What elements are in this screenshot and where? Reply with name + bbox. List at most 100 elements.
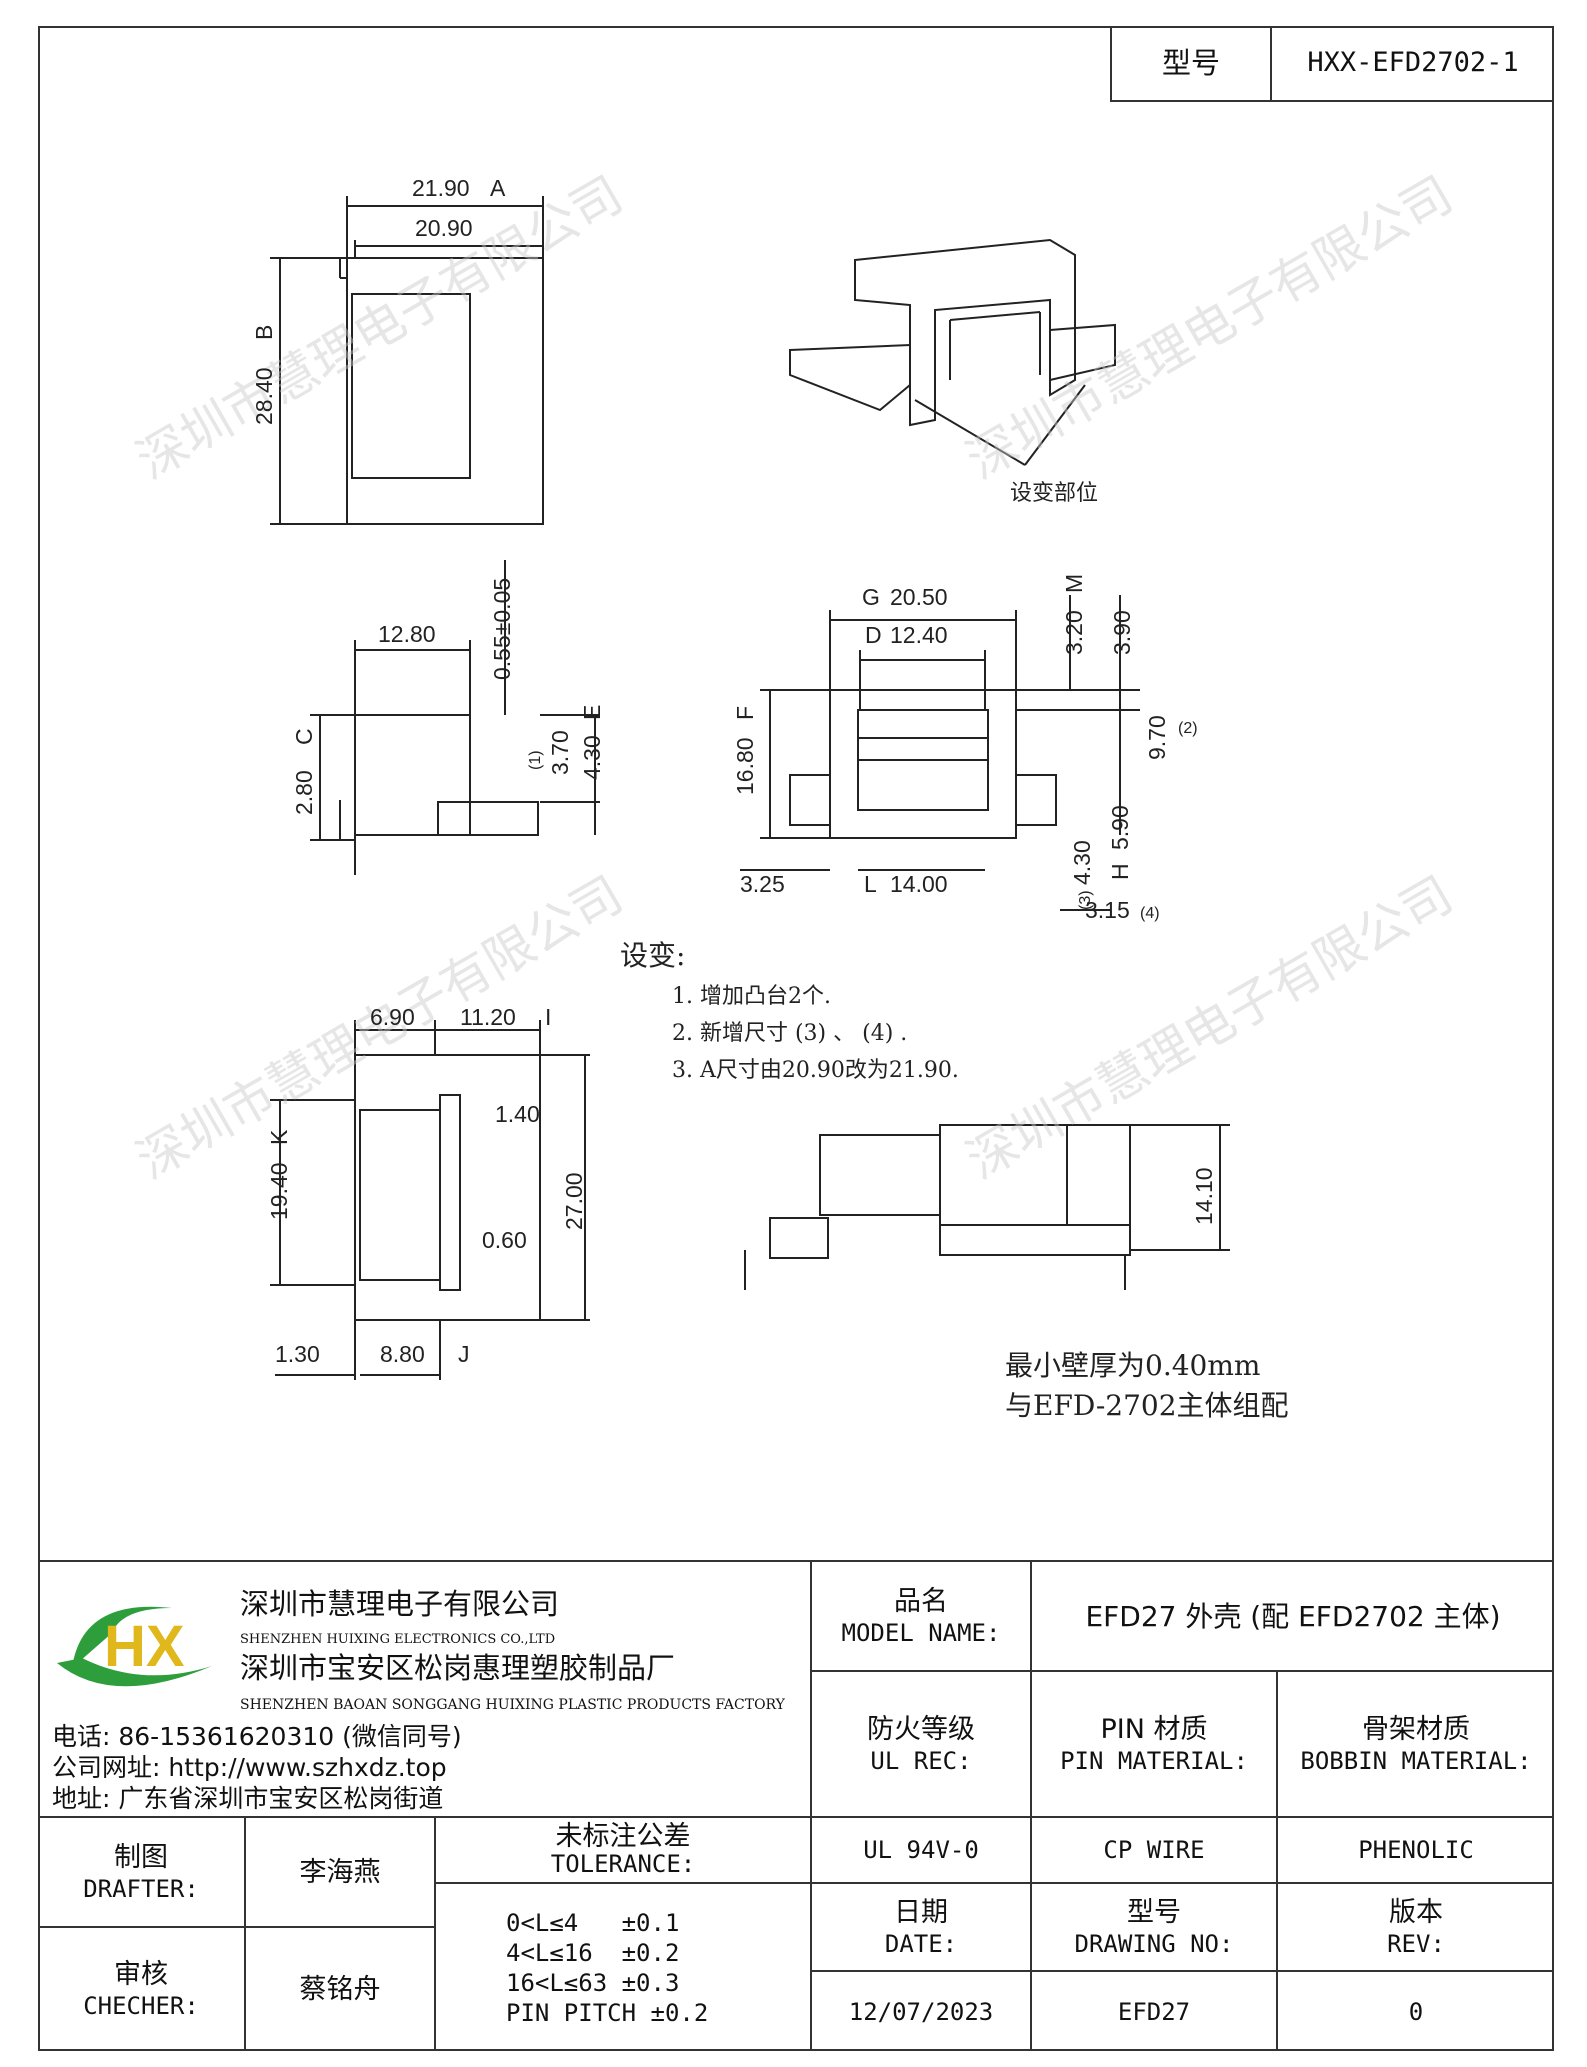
ul-value: UL 94V-0: [863, 1836, 979, 1864]
dim-3-15: 3.15: [1085, 897, 1130, 923]
tolerance-en: TOLERANCE:: [550, 1850, 696, 1878]
marker-c: C: [291, 728, 317, 745]
dim-3-70: 3.70: [547, 730, 573, 775]
rev-label: 版本 REV:: [1276, 1882, 1554, 1972]
rev-value: 0: [1276, 1970, 1554, 2051]
svg-text:深圳市慧理电子有限公司: 深圳市慧理电子有限公司: [957, 865, 1462, 1190]
pin-value: CP WIRE: [1103, 1836, 1205, 1864]
dim-0-55: 0.55±0.05: [489, 578, 515, 680]
dim-3-90: 3.90: [1109, 610, 1135, 655]
marker-h: H: [1107, 863, 1133, 880]
marker-a: A: [490, 175, 506, 201]
dim-0-60: 0.60: [482, 1227, 527, 1253]
bobbin-en: BOBBIN MATERIAL:: [1300, 1746, 1532, 1775]
dim-20-50: 20.50: [890, 584, 948, 610]
drawing-frame: [38, 26, 1554, 2051]
technical-drawing: 深圳市慧理电子有限公司 深圳市慧理电子有限公司 深圳市慧理电子有限公司 深圳市慧…: [127, 165, 1462, 1422]
ul-rec-value: UL 94V-0: [810, 1816, 1032, 1884]
dim-3-25: 3.25: [740, 871, 785, 897]
tolerance-zh: 未标注公差: [555, 1821, 691, 1852]
header-model-label: 型号: [1110, 26, 1272, 102]
drafter-zh: 制图: [114, 1841, 168, 1873]
rev-en: REV:: [1387, 1929, 1445, 1958]
dim-28-40: 28.40: [251, 367, 277, 425]
pin-material-label: PIN 材质 PIN MATERIAL:: [1030, 1670, 1278, 1818]
bobbin-value: PHENOLIC: [1358, 1836, 1474, 1864]
logo-text: HX: [104, 1614, 185, 1679]
dim-20-90: 20.90: [415, 215, 473, 241]
note-assembly: 与EFD-2702主体组配: [1005, 1389, 1289, 1422]
dim-11-20: 11.20: [460, 1004, 516, 1030]
iso-change-label: 设变部位: [1010, 481, 1098, 506]
checker-label: 审核 CHECHER:: [38, 1926, 246, 2051]
marker-m: M: [1061, 574, 1087, 593]
marker-l: L: [864, 871, 877, 897]
pin-material-value: CP WIRE: [1030, 1816, 1278, 1884]
ann-4: (4): [1140, 905, 1160, 922]
company-website: 公司网址: http://www.szhxdz.top: [52, 1753, 447, 1782]
marker-e: E: [579, 705, 605, 720]
tolerance-row-3: 16<L≤63 ±0.3: [506, 1968, 680, 1997]
bobbin-zh: 骨架材质: [1362, 1713, 1470, 1745]
factory-name-zh: 深圳市宝安区松岗惠理塑胶制品厂: [240, 1651, 676, 1685]
ul-en: UL REC:: [870, 1746, 972, 1775]
ann-3: (3): [1077, 890, 1094, 910]
change-notes-title: 设变:: [620, 939, 685, 972]
dim-27-00: 27.00: [561, 1172, 587, 1230]
ul-rec-label: 防火等级 UL REC:: [810, 1670, 1032, 1818]
marker-g: G: [862, 584, 880, 610]
change-note-3: 3. A尺寸由20.90改为21.90.: [672, 1058, 959, 1083]
dim-16-80: 16.80: [732, 737, 758, 795]
company-name-en: SHENZHEN HUIXING ELECTRONICS CO.,LTD: [240, 1632, 556, 1647]
model-name-label: 品名 MODEL NAME:: [810, 1560, 1032, 1672]
checker-value: 蔡铭舟: [244, 1926, 436, 2051]
pin-zh: PIN 材质: [1100, 1713, 1208, 1745]
drawing-value-text: EFD27: [1117, 1997, 1191, 2026]
drafter-en: DRAFTER:: [83, 1874, 199, 1903]
model-name-value: EFD27 外壳 (配 EFD2702 主体): [1030, 1560, 1554, 1672]
date-en: DATE:: [884, 1929, 958, 1958]
dim-1-30: 1.30: [275, 1341, 320, 1367]
model-label-text: 型号: [1161, 45, 1220, 80]
ul-zh: 防火等级: [867, 1713, 975, 1745]
marker-k: K: [266, 1129, 292, 1145]
model-value-text: HXX-EFD2702-1: [1307, 47, 1519, 78]
dim-5-90: 5.90: [1107, 805, 1133, 850]
company-address: 地址: 广东省深圳市宝安区松岗街道: [52, 1784, 444, 1813]
dim-1-40: 1.40: [495, 1101, 540, 1127]
model-name-zh: 品名: [894, 1585, 948, 1617]
ann-2: (2): [1178, 720, 1198, 737]
company-phone: 电话: 86-15361620310 (微信同号): [52, 1722, 462, 1751]
model-name-en: MODEL NAME:: [841, 1618, 1001, 1647]
dim-21-90: 21.90: [412, 175, 470, 201]
tolerance-values: 0<L≤4 ±0.1 4<L≤16 ±0.2 16<L≤63 ±0.3 PIN …: [434, 1882, 812, 2051]
dim-4-30-front: 4.30: [1069, 840, 1095, 885]
dim-3-20: 3.20: [1061, 610, 1087, 655]
model-name-value-text: EFD27 外壳 (配 EFD2702 主体): [1085, 1599, 1501, 1633]
dim-12-80: 12.80: [378, 621, 436, 647]
dim-8-80: 8.80: [380, 1341, 425, 1367]
dim-2-80: 2.80: [291, 770, 317, 815]
dim-14-00: 14.00: [890, 871, 948, 897]
marker-b: B: [251, 325, 277, 340]
svg-text:深圳市慧理电子有限公司: 深圳市慧理电子有限公司: [957, 165, 1462, 490]
checker-zh: 审核: [114, 1959, 168, 1990]
date-zh: 日期: [894, 1896, 948, 1928]
rev-zh: 版本: [1389, 1896, 1443, 1928]
tolerance-label: 未标注公差 TOLERANCE:: [434, 1816, 812, 1884]
rev-value-text: 0: [1408, 1997, 1424, 2026]
drawing-no-label: 型号 DRAWING NO:: [1030, 1882, 1278, 1972]
tolerance-row-1: 0<L≤4 ±0.1: [506, 1908, 680, 1937]
date-value: 12/07/2023: [810, 1970, 1032, 2051]
company-name-zh: 深圳市慧理电子有限公司: [240, 1587, 560, 1621]
note-min-wall: 最小壁厚为0.40mm: [1005, 1349, 1260, 1382]
factory-name-en: SHENZHEN BAOAN SONGGANG HUIXING PLASTIC …: [240, 1697, 785, 1713]
marker-d: D: [865, 622, 882, 648]
checker-value-text: 蔡铭舟: [299, 1974, 381, 2005]
marker-j: J: [458, 1341, 470, 1367]
dim-4-30-side: 4.30: [579, 735, 605, 780]
change-note-1: 1. 增加凸台2个.: [672, 984, 831, 1009]
bobbin-material-label: 骨架材质 BOBBIN MATERIAL:: [1276, 1670, 1554, 1818]
bobbin-material-value: PHENOLIC: [1276, 1816, 1554, 1884]
dim-12-40: 12.40: [890, 622, 948, 648]
